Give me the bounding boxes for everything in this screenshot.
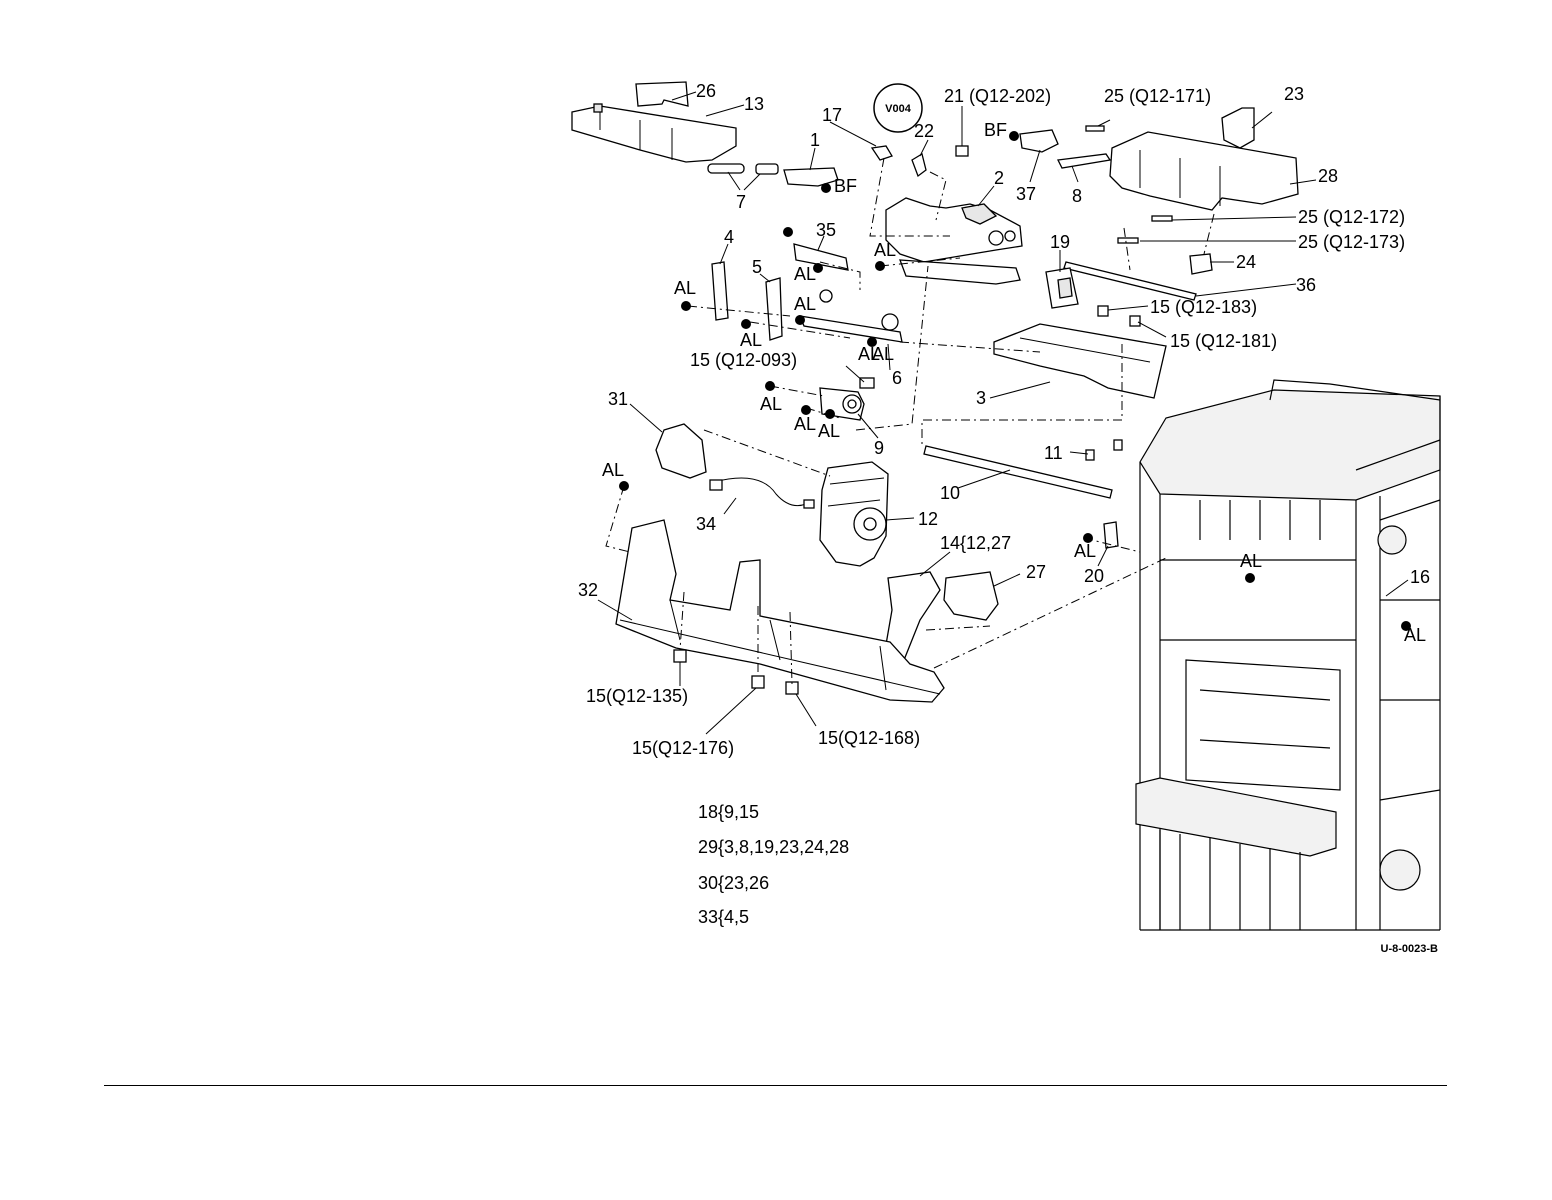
callout-8: 8 [1072,186,1082,206]
callout-4: 4 [724,227,734,247]
callout-20: 20 [1084,566,1104,586]
callout-17: 17 [822,105,842,125]
callout-35: 35 [816,220,836,240]
callout-26: 26 [696,81,716,101]
callout-19: 19 [1050,232,1070,252]
callout-al-3: AL [674,278,696,298]
callout-13: 13 [744,94,764,114]
callout-23: 23 [1284,84,1304,104]
callout-bf-right: BF [984,120,1007,140]
callout-37: 37 [1016,184,1036,204]
callout-21: 21 (Q12-202) [944,86,1051,106]
callout-32: 32 [578,580,598,600]
kit-30: 30{23,26 [698,873,769,893]
callout-al-1: AL [874,240,896,260]
callout-14: 14{12,27 [940,533,1011,553]
callout-labels: 26 13 17 22 21 (Q12-202) 25 (Q12-171) 23… [578,81,1430,758]
drawing-code: U-8-0023-B [1381,943,1439,955]
leader-lines [597,91,1409,735]
callout-al-5: AL [740,330,762,350]
callout-15-q12-183: 15 (Q12-183) [1150,297,1257,317]
callout-al-13: AL [1240,551,1262,571]
kit-list: 18{9,15 29{3,8,19,23,24,28 30{23,26 33{4… [698,802,849,927]
callout-9: 9 [874,438,884,458]
alignment-lines [605,157,1215,685]
callout-15-q12-176: 15(Q12-176) [632,738,734,758]
callout-11: 11 [1044,443,1063,463]
callout-6: 6 [892,368,902,388]
callout-15-q12-135: 15(Q12-135) [586,686,688,706]
callout-12: 12 [918,509,938,529]
callout-al-2: AL [794,264,816,284]
callout-bf-left: BF [834,176,857,196]
callout-25-q12-173: 25 (Q12-173) [1298,232,1405,252]
callout-25-q12-171: 25 (Q12-171) [1104,86,1211,106]
callout-al-10: AL [818,421,840,441]
callout-22: 22 [914,121,934,141]
callout-al-12: AL [1074,541,1096,561]
callout-3: 3 [976,388,986,408]
callout-15-q12-181: 15 (Q12-181) [1170,331,1277,351]
kit-33: 33{4,5 [698,907,749,927]
callout-2: 2 [994,168,1004,188]
callout-24: 24 [1236,252,1256,272]
callout-al-7: AL [872,344,894,364]
machine-frame [1135,379,1441,931]
callout-al-8: AL [760,394,782,414]
callout-5: 5 [752,257,762,277]
callout-al-11: AL [602,460,624,480]
footer-rule [104,1085,1447,1086]
callout-15-q12-093: 15 (Q12-093) [690,350,797,370]
callout-36: 36 [1296,275,1316,295]
callout-27: 27 [1026,562,1046,582]
view-tag-label: V004 [885,103,912,115]
callout-al-6: AL [858,344,880,364]
callout-10: 10 [940,483,960,503]
callout-25-q12-172: 25 (Q12-172) [1298,207,1405,227]
callout-31: 31 [608,389,628,409]
callout-34: 34 [696,514,716,534]
callout-16: 16 [1410,567,1430,587]
callout-7: 7 [736,192,746,212]
callout-al-4: AL [794,294,816,314]
callout-al-9: AL [794,414,816,434]
kit-29: 29{3,8,19,23,24,28 [698,837,849,857]
callout-al-14: AL [1404,625,1426,645]
part-drawings [571,81,1299,703]
callout-1: 1 [810,130,820,150]
view-tag: V004 [873,83,923,133]
callout-28: 28 [1318,166,1338,186]
fastener-markers [619,131,1411,631]
kit-18: 18{9,15 [698,802,759,822]
callout-15-q12-168: 15(Q12-168) [818,728,920,748]
